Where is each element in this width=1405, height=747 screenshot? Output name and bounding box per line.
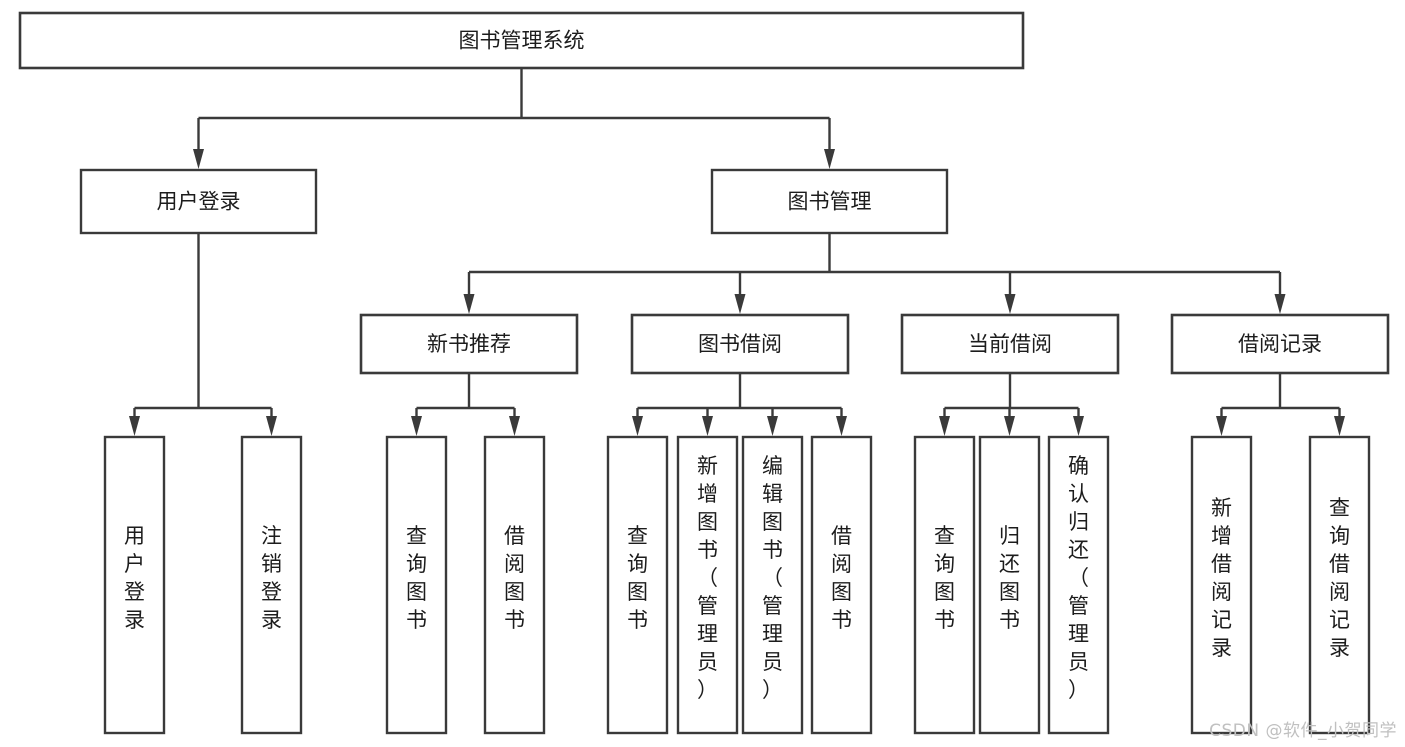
node-label: 归还图书 bbox=[999, 524, 1020, 632]
node-label: 用户登录 bbox=[157, 190, 241, 214]
node-leaf-user-login[interactable]: 用户登录 bbox=[103, 435, 166, 735]
node-label: 查询图书 bbox=[627, 524, 648, 632]
node-leaf-borrow-book-1[interactable]: 借阅图书 bbox=[483, 435, 546, 735]
node-user-login[interactable]: 用户登录 bbox=[79, 168, 318, 235]
node-label: 借阅图书 bbox=[831, 524, 852, 632]
arrow-head-icon bbox=[1073, 416, 1084, 436]
node-leaf-add-book[interactable]: 新增图书（管理员） bbox=[676, 435, 739, 735]
node-leaf-add-record[interactable]: 新增借阅记录 bbox=[1190, 435, 1253, 735]
node-box bbox=[103, 435, 166, 735]
node-box bbox=[1047, 435, 1110, 735]
node-box bbox=[978, 435, 1041, 735]
node-leaf-query-record[interactable]: 查询借阅记录 bbox=[1308, 435, 1371, 735]
node-label: 查询图书 bbox=[406, 524, 427, 632]
arrow-head-icon bbox=[702, 416, 713, 436]
arrow-head-icon bbox=[266, 416, 277, 436]
node-current-borrow[interactable]: 当前借阅 bbox=[900, 313, 1120, 375]
node-box bbox=[240, 435, 303, 735]
node-label: 新增图书（管理员） bbox=[697, 454, 718, 702]
arrow-head-icon bbox=[1004, 416, 1015, 436]
node-box bbox=[483, 435, 546, 735]
arrow-head-icon bbox=[463, 294, 475, 314]
arrow-head-icon bbox=[1274, 294, 1286, 314]
node-box bbox=[913, 435, 976, 735]
node-label: 图书借阅 bbox=[698, 332, 782, 356]
node-root[interactable]: 图书管理系统 bbox=[18, 11, 1025, 70]
node-leaf-borrow-book-2[interactable]: 借阅图书 bbox=[810, 435, 873, 735]
node-box bbox=[900, 313, 1120, 375]
arrow-head-icon bbox=[824, 149, 835, 169]
node-leaf-return-book[interactable]: 归还图书 bbox=[978, 435, 1041, 735]
node-label: 确认归还（管理员） bbox=[1068, 454, 1089, 702]
node-new-book-rec[interactable]: 新书推荐 bbox=[359, 313, 579, 375]
node-box bbox=[359, 313, 579, 375]
node-box bbox=[385, 435, 448, 735]
node-label: 注销登录 bbox=[261, 524, 282, 632]
node-label: 查询借阅记录 bbox=[1329, 496, 1350, 660]
node-label: 新增借阅记录 bbox=[1211, 496, 1232, 660]
node-box bbox=[1170, 313, 1390, 375]
node-box bbox=[606, 435, 669, 735]
connector-layer bbox=[129, 68, 1345, 436]
node-label: 图书管理 bbox=[788, 190, 872, 214]
arrow-head-icon bbox=[193, 149, 204, 169]
node-label: 借阅图书 bbox=[504, 524, 525, 632]
node-box bbox=[1190, 435, 1253, 735]
node-label: 查询图书 bbox=[934, 524, 955, 632]
node-layer: 图书管理系统用户登录图书管理新书推荐图书借阅当前借阅借阅记录用户登录注销登录查询… bbox=[18, 11, 1390, 735]
arrow-head-icon bbox=[1334, 416, 1345, 436]
node-box bbox=[79, 168, 318, 235]
node-leaf-logout[interactable]: 注销登录 bbox=[240, 435, 303, 735]
arrow-head-icon bbox=[767, 416, 778, 436]
node-label: 图书管理系统 bbox=[459, 29, 585, 53]
node-leaf-query-book-2[interactable]: 查询图书 bbox=[606, 435, 669, 735]
arrow-head-icon bbox=[734, 294, 746, 314]
arrow-head-icon bbox=[129, 416, 140, 436]
arrow-head-icon bbox=[939, 416, 950, 436]
node-leaf-confirm-return[interactable]: 确认归还（管理员） bbox=[1047, 435, 1110, 735]
node-box bbox=[676, 435, 739, 735]
node-box bbox=[710, 168, 949, 235]
arrow-head-icon bbox=[632, 416, 643, 436]
node-box bbox=[741, 435, 804, 735]
node-label: 当前借阅 bbox=[968, 332, 1052, 356]
node-box bbox=[18, 11, 1025, 70]
arrow-head-icon bbox=[836, 416, 847, 436]
node-label: 编辑图书（管理员） bbox=[762, 454, 783, 702]
arrow-head-icon bbox=[1216, 416, 1227, 436]
node-leaf-query-book-3[interactable]: 查询图书 bbox=[913, 435, 976, 735]
node-leaf-edit-book[interactable]: 编辑图书（管理员） bbox=[741, 435, 804, 735]
node-book-manage[interactable]: 图书管理 bbox=[710, 168, 949, 235]
arrow-head-icon bbox=[509, 416, 520, 436]
node-label: 借阅记录 bbox=[1238, 332, 1322, 356]
arrow-head-icon bbox=[411, 416, 422, 436]
node-borrow-record[interactable]: 借阅记录 bbox=[1170, 313, 1390, 375]
node-leaf-query-book-1[interactable]: 查询图书 bbox=[385, 435, 448, 735]
node-box bbox=[1308, 435, 1371, 735]
node-book-borrow[interactable]: 图书借阅 bbox=[630, 313, 850, 375]
node-label: 新书推荐 bbox=[427, 332, 511, 356]
arrow-head-icon bbox=[1004, 294, 1016, 314]
node-box bbox=[810, 435, 873, 735]
node-box bbox=[630, 313, 850, 375]
node-label: 用户登录 bbox=[124, 524, 145, 632]
